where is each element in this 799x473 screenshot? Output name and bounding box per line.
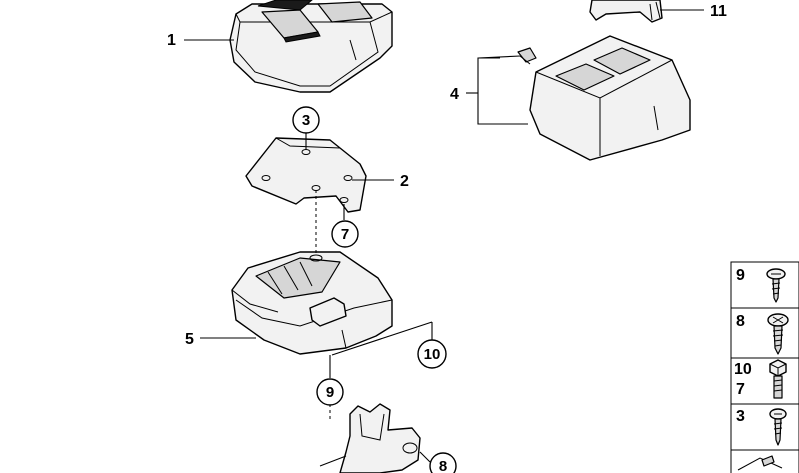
- part-11-bracket: [589, 0, 663, 23]
- callout-text-10: 10: [424, 346, 441, 363]
- part-5-lower-housing: [231, 251, 393, 355]
- part-2-mounting-plate: [245, 137, 367, 213]
- clip-fragment-icon: [737, 455, 783, 471]
- legend-item-9: 9: [730, 261, 799, 309]
- legend-item-10-7: 10 7: [730, 357, 799, 405]
- self-tapping-screw-icon: [767, 313, 789, 355]
- legend-label: 9: [736, 267, 745, 284]
- fastener-legend: 9 8 10 7: [730, 261, 799, 473]
- callout-text-8: 8: [439, 458, 447, 473]
- legend-item-8: 8: [730, 307, 799, 359]
- hex-bolt-icon: [769, 359, 787, 399]
- legend-item-partial: [730, 449, 799, 473]
- legend-item-3: 3: [730, 403, 799, 451]
- callout-text-9: 9: [326, 384, 334, 401]
- label-part-5: 5: [185, 331, 194, 348]
- callout-circle-10: 10: [417, 339, 447, 369]
- legend-label-7: 7: [736, 381, 745, 398]
- label-part-11: 11: [710, 3, 727, 20]
- legend-label-10: 10: [734, 361, 752, 378]
- legend-label: 8: [736, 313, 745, 330]
- label-part-2: 2: [400, 173, 409, 190]
- leader-lines: [184, 9, 704, 463]
- label-part-1: 1: [167, 32, 176, 49]
- callout-text-3: 3: [302, 112, 310, 129]
- label-part-4: 4: [450, 86, 459, 103]
- part-1-switch-cover: [229, 0, 393, 93]
- part-8-lower-bracket: [319, 403, 421, 473]
- callout-circle-7: 7: [331, 220, 359, 248]
- callout-circle-9: 9: [316, 378, 344, 406]
- callout-circle-8: 8: [429, 452, 457, 473]
- part-4-storage-tray: [517, 35, 691, 161]
- callout-circle-3: 3: [292, 106, 320, 134]
- callout-text-7: 7: [341, 226, 349, 243]
- short-screw-icon: [769, 408, 787, 446]
- legend-label: 3: [736, 408, 745, 425]
- pan-head-screw-icon: [766, 268, 786, 303]
